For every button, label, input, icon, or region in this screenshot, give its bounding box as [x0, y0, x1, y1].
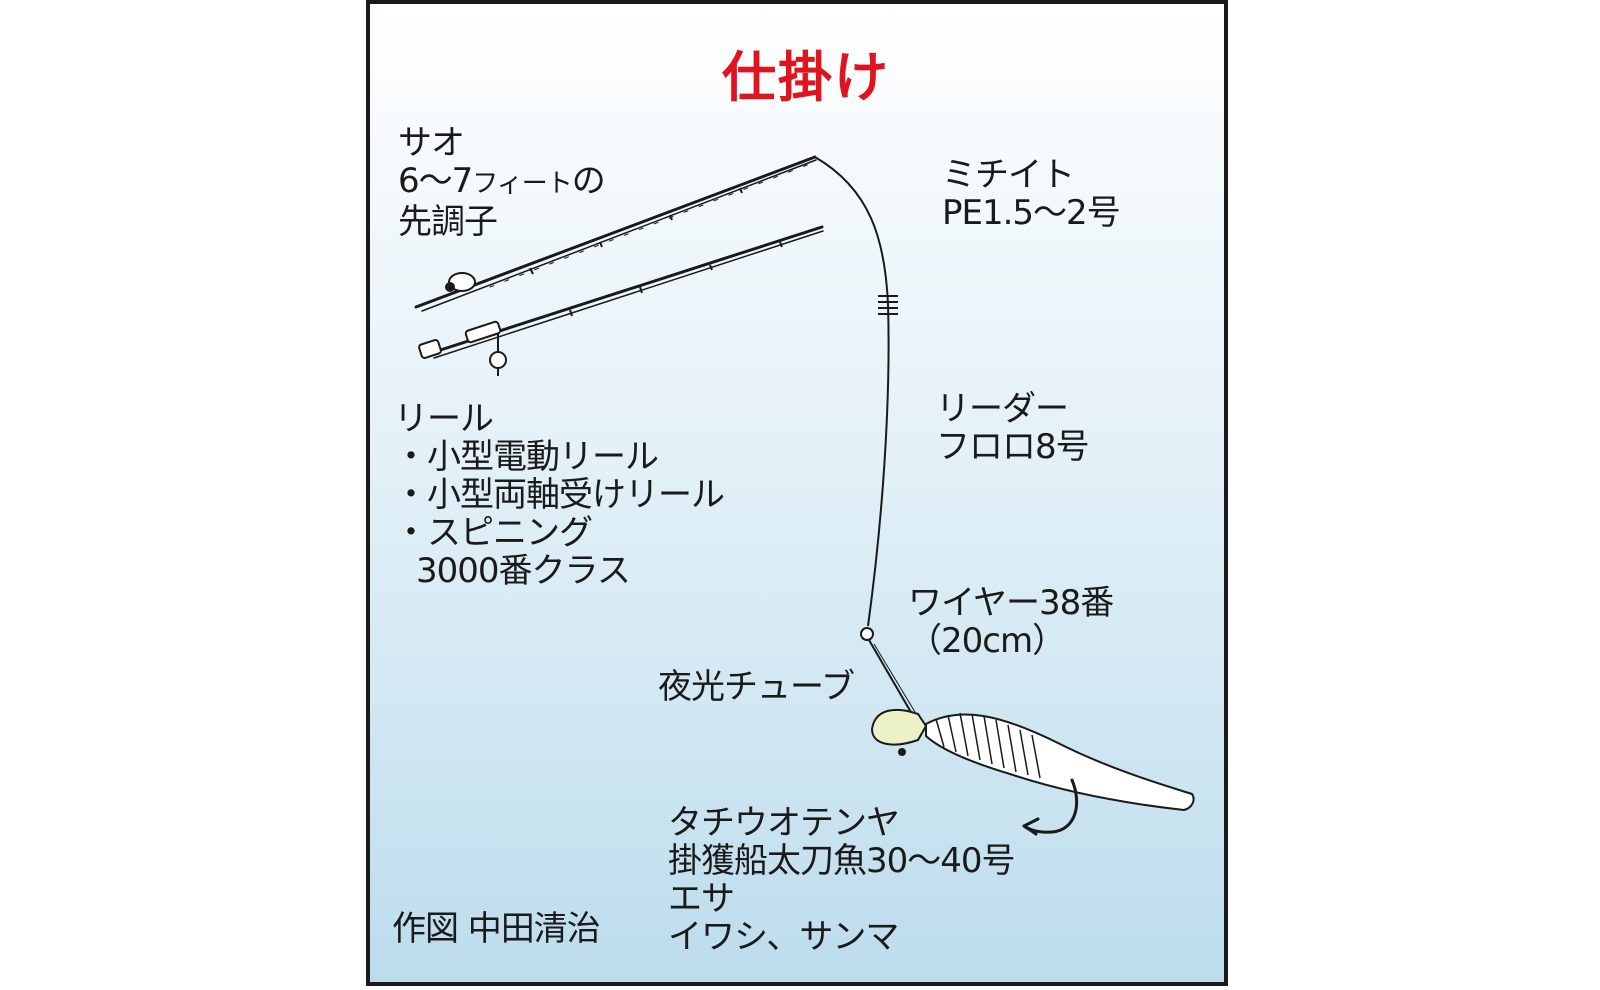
wire: [868, 639, 916, 715]
leader-label: リーダー フロロ8号: [936, 389, 1090, 467]
bait-reel: [445, 272, 476, 292]
mainline-label: ミチイト PE1.5〜2号: [942, 155, 1121, 233]
reel-heading: リール: [394, 399, 494, 439]
fishing-line: [814, 156, 890, 627]
upper-rod: [414, 155, 817, 312]
lower-rod-grip: [418, 320, 502, 359]
diagram-title: 仕掛け: [722, 46, 890, 109]
reel-item: ・スピニング: [394, 513, 593, 553]
illustration-credit: 作図 中田清治: [392, 909, 601, 949]
swivel: [860, 627, 874, 641]
tube-label: 夜光チューブ: [658, 667, 855, 707]
line-knot: [878, 295, 898, 315]
leader-spec: フロロ8号: [936, 427, 1090, 467]
mainline-heading: ミチイト: [942, 155, 1075, 195]
rod-action: 先調子: [398, 202, 498, 242]
wire-heading: ワイヤー38番: [908, 583, 1114, 623]
wire-spec: （20cm）: [908, 621, 1066, 661]
tenya-label: タチウオテンヤ 掛獲船太刀魚30〜40号 エサ イワシ、サンマ: [668, 803, 1016, 957]
hook-icon: [1022, 778, 1079, 836]
rod-heading: サオ: [398, 123, 465, 163]
tackle-illustration: [414, 155, 1195, 836]
rod-label: サオ 6〜7フィートの 先調子: [398, 123, 606, 242]
diagram-frame: 仕掛け サオ 6〜7フィートの 先調子 ミチイト PE1.5〜2号 リール ・小…: [366, 0, 1228, 986]
mainline-spec: PE1.5〜2号: [942, 193, 1121, 233]
reel-item: 3000番クラス: [416, 551, 631, 591]
wire-label: ワイヤー38番 （20cm）: [908, 583, 1114, 661]
leader-heading: リーダー: [936, 389, 1069, 429]
reel-item: ・小型電動リール: [394, 437, 659, 477]
spinning-reel: [489, 334, 507, 376]
wire-wrap: [935, 712, 1041, 779]
rod-length: 6〜7フィートの: [398, 161, 606, 201]
bait-spec: イワシ、サンマ: [668, 917, 899, 957]
lower-rod-guides: [569, 241, 783, 317]
bait-fish: [925, 713, 1195, 812]
tenya-heading: タチウオテンヤ: [668, 803, 900, 843]
bait-heading: エサ: [668, 879, 735, 919]
reel-item: ・小型両軸受けリール: [394, 475, 725, 515]
reel-label: リール ・小型電動リール ・小型両軸受けリール ・スピニング 3000番クラス: [394, 399, 725, 591]
lower-rod: [426, 225, 824, 359]
sinker-eye: [898, 748, 906, 756]
tenya-spec: 掛獲船太刀魚30〜40号: [668, 841, 1016, 881]
upper-rod-guides: [529, 187, 743, 275]
tenya-sinker: [870, 708, 928, 746]
